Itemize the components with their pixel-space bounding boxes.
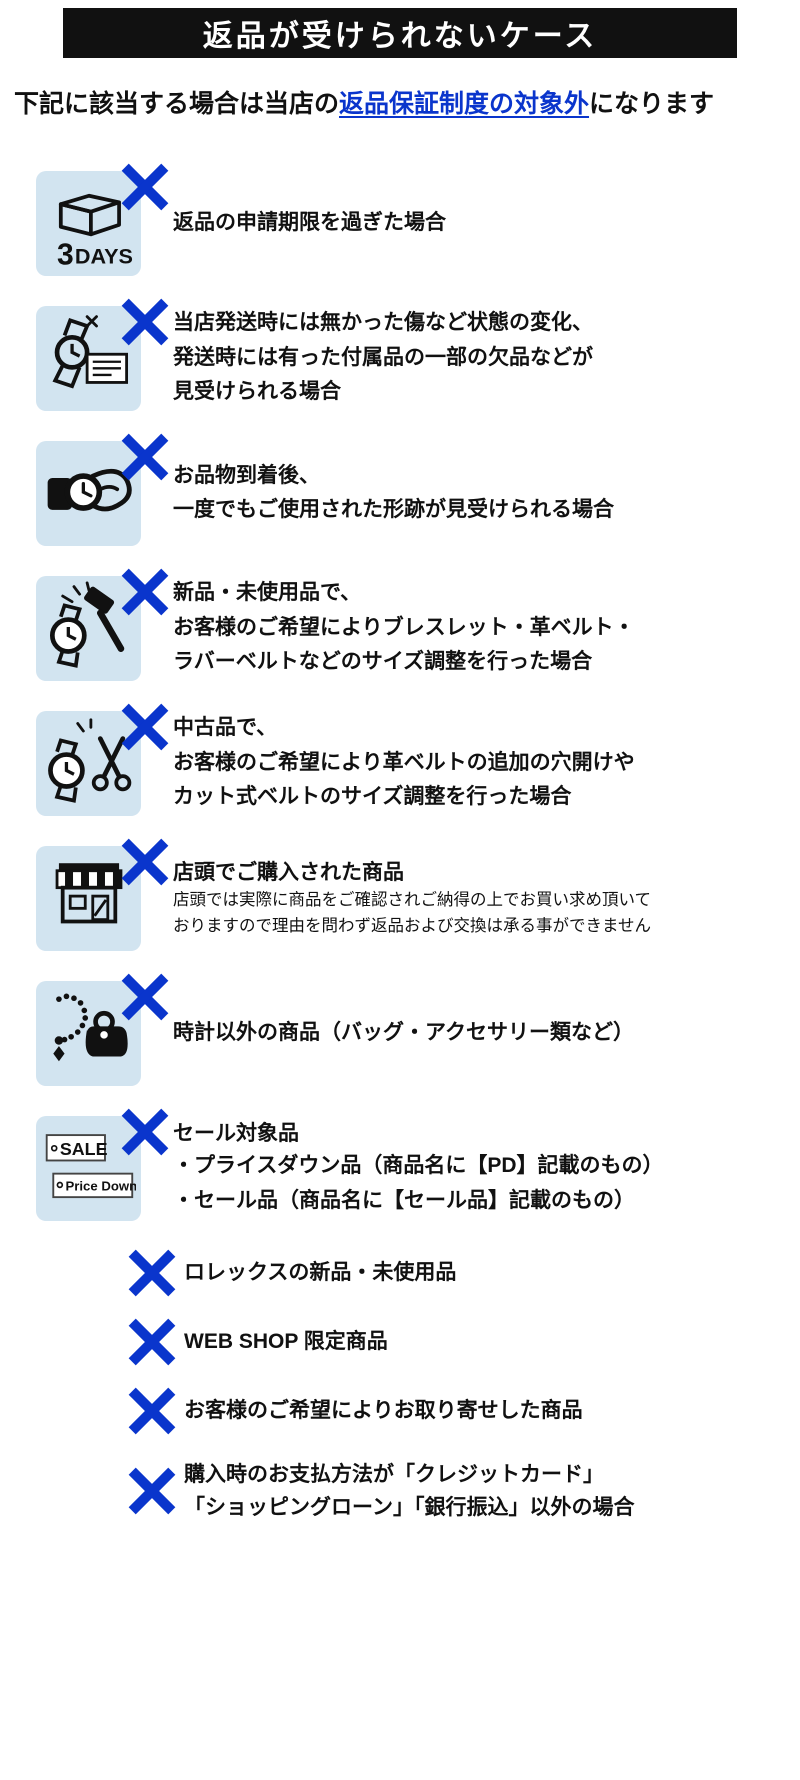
icon-wrap: SALE Price Down [36, 1115, 141, 1221]
case-item-rolex: ロレックスの新品・未使用品 [0, 1251, 800, 1295]
icon-wrap [36, 440, 141, 546]
case-item-deadline: 3 DAYS 返品の申請期限を過ぎた場合 [0, 170, 800, 276]
return-guarantee-link[interactable]: 返品保証制度の対象外 [339, 90, 590, 118]
page-title-banner: 返品が受けられないケース [63, 8, 737, 58]
case-text-line: ラバーベルトなどのサイズ調整を行った場合 [173, 650, 593, 674]
icon-wrap [36, 575, 141, 681]
icon-wrap [36, 305, 141, 411]
case-title: 店頭でご購入された商品 [173, 860, 404, 884]
subtitle-prefix: 下記に該当する場合は当店の [14, 90, 340, 118]
case-text-line: 返品の申請期限を過ぎた場合 [173, 210, 446, 234]
x-mark-icon [130, 1469, 174, 1513]
case-item-store-purchase: 店頭でご購入された商品 店頭では実際に商品をご確認されご納得の上でお買い求め頂い… [0, 845, 800, 951]
sale-label: SALE [59, 1139, 107, 1159]
case-text-line: ・プライスダウン品（商品名に【PD】記載のもの） [173, 1154, 664, 1178]
case-note-line: おりますので理由を問わず返品および交換は承る事ができません [173, 916, 652, 935]
subtitle-suffix: になります [589, 90, 715, 118]
case-text-line: お品物到着後、 [173, 463, 320, 487]
icon-wrap [36, 710, 141, 816]
x-mark-icon [130, 1389, 174, 1433]
x-mark-icon [130, 1320, 174, 1364]
x-mark-icon [123, 165, 167, 209]
case-text-line: 中古品で、 [173, 716, 278, 740]
subtitle: 下記に該当する場合は当店の返品保証制度の対象外になります [14, 88, 800, 121]
case-text-line: 見受けられる場合 [173, 380, 341, 404]
case-text-line: お客様のご希望によりお取り寄せした商品 [184, 1398, 583, 1422]
icon-label-number: 3 [57, 238, 74, 270]
case-item-belt-cut-used: 中古品で、 お客様のご希望により革ベルトの追加の穴開けや カット式ベルトのサイズ… [0, 710, 800, 816]
x-mark-icon [123, 300, 167, 344]
x-mark-icon [123, 570, 167, 614]
case-note-line: 店頭では実際に商品をご確認されご納得の上でお買い求め頂いて [173, 891, 652, 910]
case-item-non-watch: 時計以外の商品（バッグ・アクセサリー類など） [0, 980, 800, 1086]
icon-wrap [36, 845, 141, 951]
case-text-line: 一度でもご使用された形跡が見受けられる場合 [173, 498, 614, 521]
case-text-line: 新品・未使用品で、 [173, 581, 362, 605]
case-item-used: お品物到着後、 一度でもご使用された形跡が見受けられる場合 [0, 440, 800, 546]
case-item-backorder: お客様のご希望によりお取り寄せした商品 [0, 1389, 800, 1433]
case-text-line: 「ショッピングローン」「銀行振込」以外の場合 [184, 1496, 635, 1520]
case-title: セール対象品 [173, 1121, 299, 1145]
case-item-condition-change: 当店発送時には無かった傷など状態の変化、 発送時には有った付属品の一部の欠品など… [0, 305, 800, 411]
sale-price-down-icon: SALE Price Down [36, 1115, 141, 1221]
icon-wrap [36, 980, 141, 1086]
icon-label-days: DAYS [74, 243, 132, 268]
case-text-line: お客様のご希望により革ベルトの追加の穴開けや [173, 750, 635, 774]
case-text-line: ・セール品（商品名に【セール品】記載のもの） [173, 1188, 635, 1212]
case-list-plain: ロレックスの新品・未使用品 WEB SHOP 限定商品 お客様のご希望によりお取… [0, 1251, 800, 1525]
case-list: 3 DAYS 返品の申請期限を過ぎた場合 [0, 170, 800, 1221]
x-mark-icon [123, 975, 167, 1019]
page-title: 返品が受けられないケース [202, 20, 598, 53]
case-text-line: WEB SHOP 限定商品 [184, 1329, 388, 1353]
case-text-line: 時計以外の商品（バッグ・アクセサリー類など） [173, 1020, 634, 1044]
x-mark-icon [123, 705, 167, 749]
case-item-sale: SALE Price Down セール対象品 ・プライスダウン品（商品名に【PD… [0, 1115, 800, 1221]
x-mark-icon [123, 435, 167, 479]
case-text-line: カット式ベルトのサイズ調整を行った場合 [173, 785, 572, 809]
icon-wrap: 3 DAYS [36, 170, 141, 276]
x-mark-icon [123, 840, 167, 884]
case-text-line: ロレックスの新品・未使用品 [184, 1260, 457, 1284]
case-item-size-adjusted-new: 新品・未使用品で、 お客様のご希望によりブレスレット・革ベルト・ ラバーベルトな… [0, 575, 800, 681]
case-text-line: 当店発送時には無かった傷など状態の変化、 [173, 311, 593, 335]
case-text-line: 購入時のお支払方法が「クレジットカード」 [184, 1462, 604, 1486]
x-mark-icon [130, 1251, 174, 1295]
x-mark-icon [123, 1110, 167, 1154]
case-text-line: 発送時には有った付属品の一部の欠品などが [173, 345, 593, 369]
case-text-line: お客様のご希望によりブレスレット・革ベルト・ [173, 615, 635, 639]
case-item-webshop: WEB SHOP 限定商品 [0, 1320, 800, 1364]
price-down-label: Price Down [65, 1179, 136, 1194]
case-item-payment-method: 購入時のお支払方法が「クレジットカード」 「ショッピングローン」「銀行振込」以外… [0, 1458, 800, 1525]
